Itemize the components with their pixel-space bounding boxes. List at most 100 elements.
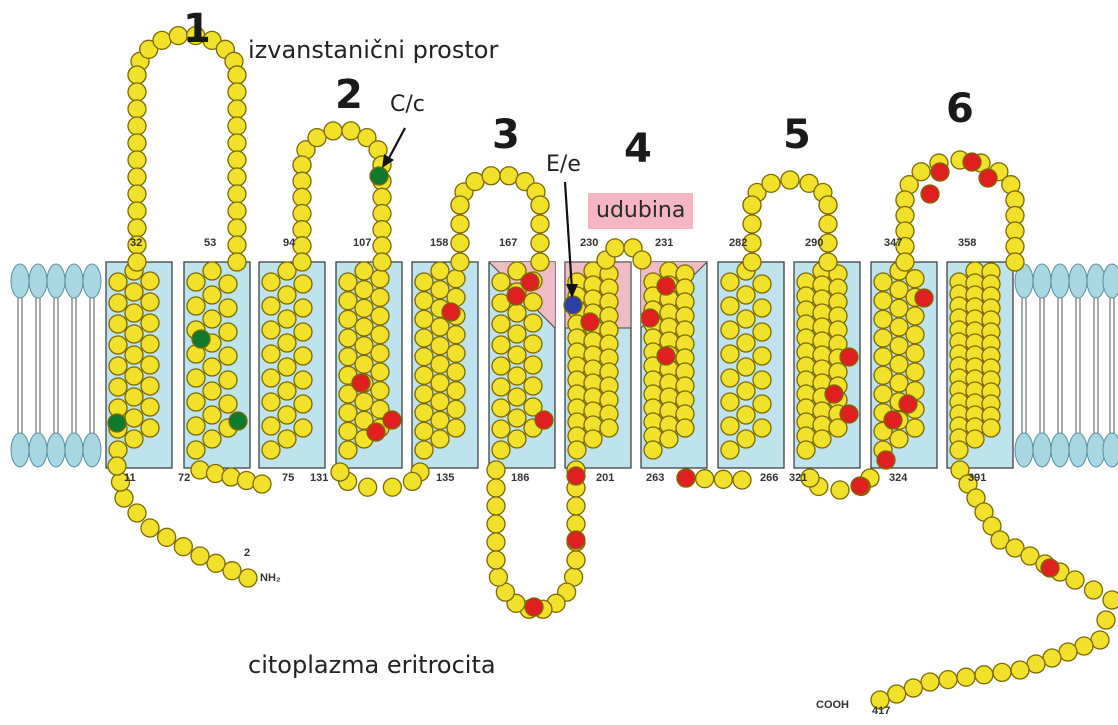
residue xyxy=(339,329,357,347)
residue xyxy=(743,196,761,214)
residue xyxy=(1103,591,1118,609)
residue xyxy=(567,515,585,533)
residue xyxy=(737,286,755,304)
residue xyxy=(415,348,433,366)
residue xyxy=(191,547,209,565)
residue xyxy=(567,467,585,485)
residue xyxy=(874,366,892,384)
residue xyxy=(1091,631,1109,649)
residue xyxy=(128,100,146,118)
n-terminus-label: NH₂ xyxy=(260,572,281,584)
residue xyxy=(950,441,968,459)
residue xyxy=(524,314,542,332)
residue xyxy=(966,430,984,448)
residue xyxy=(342,122,360,140)
residue xyxy=(187,393,205,411)
residue xyxy=(906,344,924,362)
residue xyxy=(737,310,755,328)
residue xyxy=(1041,559,1059,577)
residue xyxy=(262,369,280,387)
residue xyxy=(371,288,389,306)
residue xyxy=(415,366,433,384)
residue xyxy=(521,273,539,291)
residue xyxy=(753,275,771,293)
residue xyxy=(840,405,858,423)
residue xyxy=(721,297,739,315)
lipid-head xyxy=(1069,433,1087,467)
residue xyxy=(431,281,449,299)
residue xyxy=(657,347,675,365)
residue xyxy=(355,393,373,411)
residue xyxy=(431,337,449,355)
residue xyxy=(207,554,225,572)
residue-label: 263 xyxy=(646,472,664,484)
residue xyxy=(415,310,433,328)
residue xyxy=(660,430,678,448)
residue-label: 94 xyxy=(283,237,295,249)
residue xyxy=(721,393,739,411)
residue-label: 107 xyxy=(353,237,371,249)
residue xyxy=(262,417,280,435)
residue xyxy=(874,310,892,328)
residue-label: 230 xyxy=(580,237,598,249)
residue xyxy=(339,348,357,366)
residue-label: 358 xyxy=(958,237,976,249)
residue xyxy=(109,357,127,375)
lipid-head xyxy=(47,264,65,298)
residue xyxy=(109,273,127,291)
residue xyxy=(524,356,542,374)
residue-label-n-start: 2 xyxy=(244,547,250,559)
residue xyxy=(466,173,484,191)
residue xyxy=(371,326,389,344)
residue xyxy=(415,273,433,291)
residue xyxy=(500,167,518,185)
residue xyxy=(125,430,143,448)
residue xyxy=(367,423,385,441)
residue xyxy=(492,399,510,417)
residue xyxy=(228,66,246,84)
residue xyxy=(370,167,388,185)
residue-label: 201 xyxy=(596,472,614,484)
residue xyxy=(371,270,389,288)
residue xyxy=(141,335,159,353)
residue xyxy=(931,163,949,181)
residue xyxy=(492,336,510,354)
residue xyxy=(447,382,465,400)
residue xyxy=(293,253,311,271)
residue xyxy=(874,273,892,291)
residue xyxy=(228,219,246,237)
residue xyxy=(633,251,651,269)
residue xyxy=(753,371,771,389)
residue xyxy=(957,668,975,686)
residue xyxy=(581,313,599,331)
residue xyxy=(278,358,296,376)
residue xyxy=(851,477,869,495)
residue xyxy=(487,515,505,533)
residue xyxy=(508,367,526,385)
residue xyxy=(141,293,159,311)
residue xyxy=(383,411,401,429)
residue xyxy=(128,219,146,237)
antigen-c-label: C/c xyxy=(390,92,425,117)
residue xyxy=(115,489,133,507)
residue xyxy=(203,382,221,400)
lipid-head xyxy=(83,433,101,467)
residue xyxy=(1085,581,1103,599)
residue xyxy=(125,388,143,406)
residue xyxy=(128,185,146,203)
residue xyxy=(963,153,981,171)
residue xyxy=(447,419,465,437)
residue xyxy=(676,419,694,437)
residue xyxy=(487,497,505,515)
lipid-head xyxy=(83,264,101,298)
residue xyxy=(567,551,585,569)
residue xyxy=(753,419,771,437)
residue xyxy=(203,262,221,280)
residue xyxy=(568,441,586,459)
arrow-c xyxy=(388,128,405,160)
residue xyxy=(371,344,389,362)
residue xyxy=(714,470,732,488)
residue xyxy=(447,400,465,418)
residue xyxy=(890,318,908,336)
residue xyxy=(278,310,296,328)
